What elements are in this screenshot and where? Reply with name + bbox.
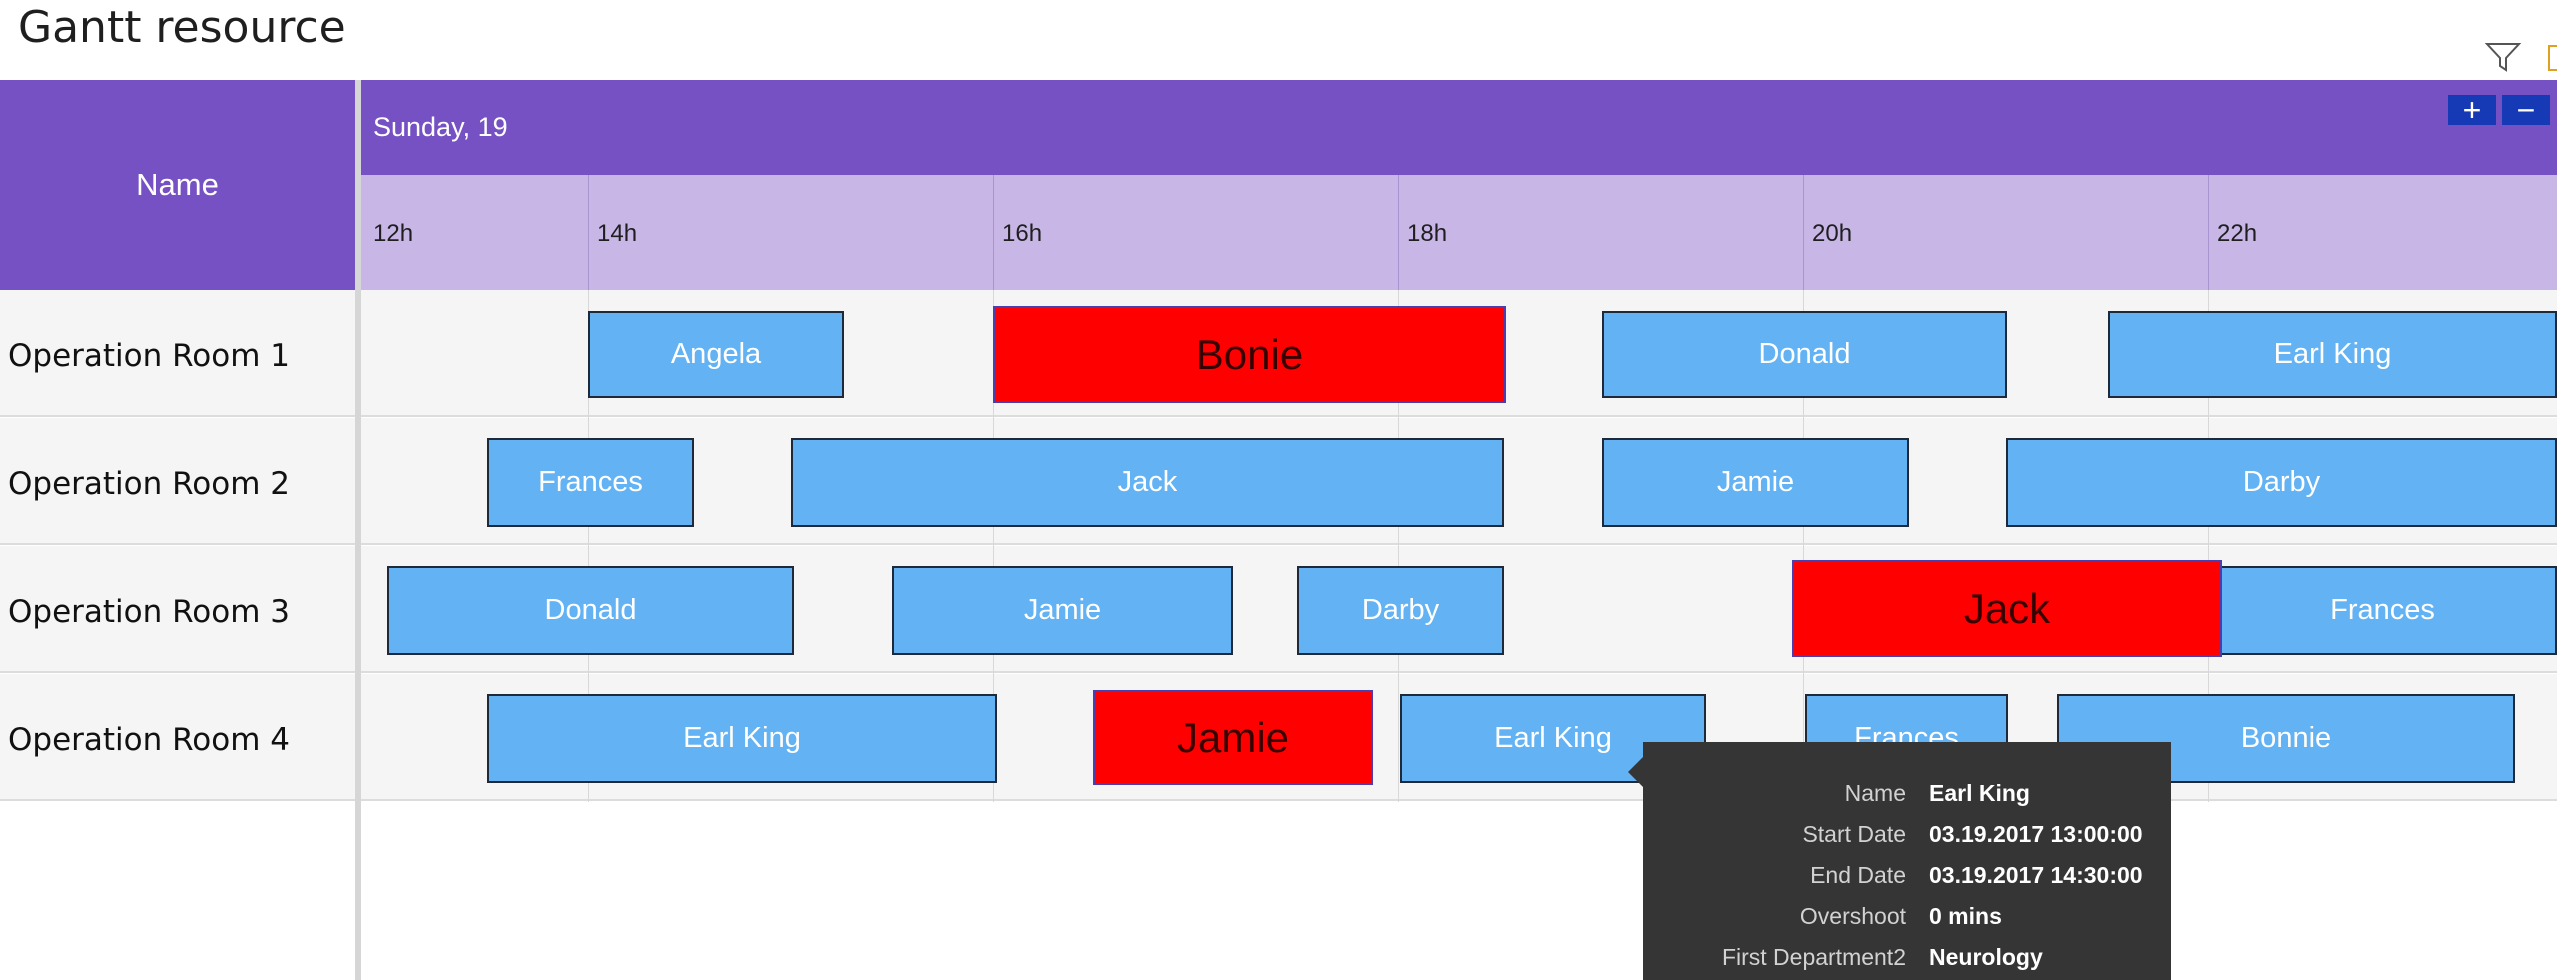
grid-line — [1398, 290, 1399, 802]
column-divider[interactable] — [355, 80, 361, 980]
task-bar-overshoot[interactable]: Jamie — [1093, 690, 1373, 785]
task-bar[interactable]: Frances — [2208, 566, 2557, 655]
tooltip-key: End Date — [1810, 862, 1906, 888]
tooltip-key: Name — [1844, 780, 1906, 806]
resource-row-label-cell[interactable] — [0, 290, 355, 417]
hour-label: 22h — [2217, 220, 2258, 247]
resource-row-label: Operation Room 3 — [8, 594, 290, 630]
name-column-header: Name — [0, 80, 355, 290]
zoom-in-button[interactable]: + — [2448, 94, 2496, 126]
resource-row-label: Operation Room 2 — [8, 466, 290, 502]
hour-tick — [2208, 175, 2209, 290]
tooltip-key: Overshoot — [1799, 903, 1906, 929]
hour-header-band — [361, 175, 2557, 290]
tooltip-value: 03.19.2017 14:30:00 — [1929, 862, 2143, 888]
grid-line — [2208, 290, 2209, 802]
zoom-out-button[interactable]: − — [2502, 94, 2550, 126]
hour-label: 16h — [1002, 220, 1043, 247]
filter-icon[interactable] — [2483, 40, 2523, 74]
tooltip-key: First Department2 — [1721, 944, 1906, 970]
task-bar[interactable]: Donald — [387, 566, 794, 655]
task-bar[interactable]: Jamie — [1602, 438, 1909, 527]
tooltip-value: 0 mins — [1929, 903, 2002, 929]
task-bar[interactable]: Donald — [1602, 311, 2007, 398]
resource-row-label-cell[interactable] — [0, 674, 355, 801]
task-bar-overshoot[interactable]: Bonie — [993, 306, 1506, 403]
resource-row-label: Operation Room 1 — [8, 338, 290, 374]
task-bar-overshoot[interactable]: Jack — [1792, 560, 2222, 657]
hour-label: 14h — [597, 220, 638, 247]
hour-label: 18h — [1407, 220, 1448, 247]
task-bar[interactable]: Darby — [1297, 566, 1504, 655]
task-tooltip: Name Earl King Start Date 03.19.2017 13:… — [1643, 742, 2171, 980]
task-bar[interactable]: Earl King — [487, 694, 997, 783]
grid-line — [1803, 290, 1804, 802]
tooltip-arrow — [1628, 756, 1644, 788]
hour-label: 20h — [1812, 220, 1853, 247]
grid-line — [993, 290, 994, 802]
hour-tick — [993, 175, 994, 290]
resource-row-label-cell[interactable] — [0, 546, 355, 673]
task-bar[interactable]: Jack — [791, 438, 1504, 527]
page-title: Gantt resource — [18, 2, 346, 53]
resource-row-label-cell[interactable] — [0, 418, 355, 545]
task-bar[interactable]: Earl King — [2108, 311, 2557, 398]
task-bar[interactable]: Angela — [588, 311, 844, 398]
hour-label: 12h — [373, 220, 414, 247]
hour-tick — [1803, 175, 1804, 290]
grid-line — [588, 290, 589, 802]
task-bar[interactable]: Frances — [487, 438, 694, 527]
resource-row-label: Operation Room 4 — [8, 722, 290, 758]
date-header-label: Sunday, 19 — [373, 112, 508, 142]
tooltip-key: Start Date — [1802, 821, 1906, 847]
focus-mode-icon[interactable] — [2545, 40, 2557, 74]
tooltip-value: Earl King — [1929, 780, 2030, 806]
task-bar[interactable]: Darby — [2006, 438, 2557, 527]
hour-tick — [588, 175, 589, 290]
task-bar[interactable]: Jamie — [892, 566, 1233, 655]
date-header-band — [361, 80, 2557, 175]
tooltip-value: Neurology — [1929, 944, 2043, 970]
tooltip-value: 03.19.2017 13:00:00 — [1929, 821, 2143, 847]
hour-tick — [1398, 175, 1399, 290]
